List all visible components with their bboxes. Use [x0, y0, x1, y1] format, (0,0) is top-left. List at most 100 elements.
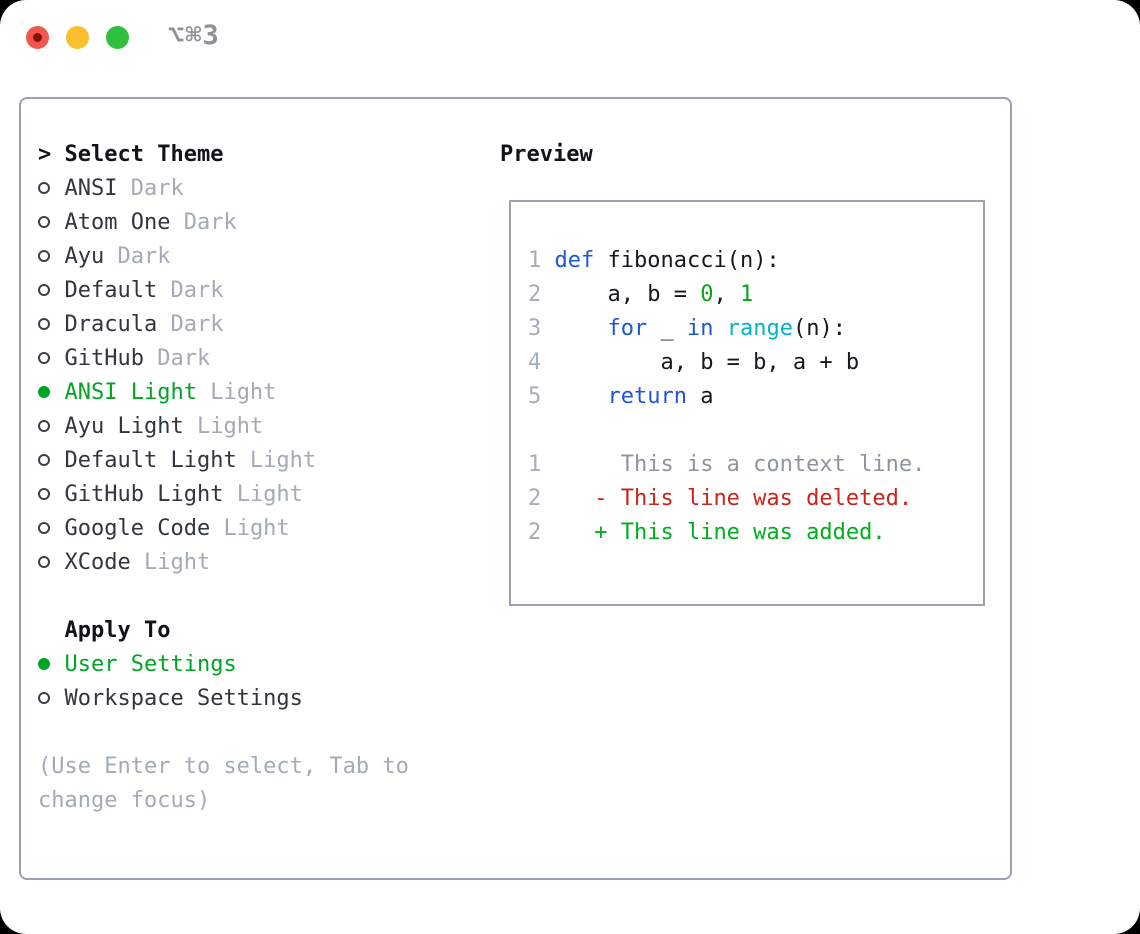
- theme-option-default[interactable]: Default Dark: [38, 274, 500, 308]
- theme-option-label: Ayu Light: [64, 414, 184, 439]
- theme-option-label: Google Code: [64, 516, 211, 541]
- radio-unselected-icon[interactable]: [38, 444, 65, 478]
- line-number: 3: [528, 316, 542, 341]
- theme-option-label: GitHub: [64, 346, 144, 371]
- line-number: 2: [528, 486, 542, 511]
- minimize-window-icon[interactable]: [66, 26, 89, 49]
- radio-unselected-icon[interactable]: [38, 478, 65, 512]
- radio-unselected-icon[interactable]: [38, 682, 65, 716]
- theme-variant-badge: Dark: [157, 312, 224, 337]
- radio-unselected-icon[interactable]: [38, 206, 65, 240]
- empty-circle-icon: [38, 454, 50, 466]
- line-number: 1: [528, 452, 542, 477]
- theme-option-label: ANSI Light: [64, 380, 197, 405]
- select-theme-title: Select Theme: [64, 142, 224, 167]
- select-theme-header: >Select Theme: [38, 138, 500, 172]
- theme-option-label: GitHub Light: [64, 482, 224, 507]
- line-number: 1: [528, 248, 542, 273]
- apply-to-header: Apply To: [38, 614, 500, 648]
- empty-circle-icon: [38, 284, 50, 296]
- code-token-ctx: This is a context line.: [554, 452, 926, 477]
- code-line: 5 return a: [528, 380, 983, 414]
- filled-circle-icon: [38, 658, 50, 670]
- close-window-icon[interactable]: [26, 26, 49, 49]
- code-token-bi: range: [726, 316, 793, 341]
- radio-unselected-icon[interactable]: [38, 342, 65, 376]
- theme-option-label: Default: [64, 278, 158, 303]
- theme-option-xcode[interactable]: XCode Light: [38, 546, 500, 580]
- empty-circle-icon: [38, 522, 50, 534]
- radio-unselected-icon[interactable]: [38, 512, 65, 546]
- code-token-pl: ,: [713, 282, 740, 307]
- keyboard-shortcut-label: ⌥⌘3: [168, 20, 220, 51]
- radio-unselected-icon[interactable]: [38, 546, 65, 580]
- theme-option-github[interactable]: GitHub Dark: [38, 342, 500, 376]
- theme-option-ansi-light[interactable]: ANSI Light Light: [38, 376, 500, 410]
- apply-option-workspace-settings[interactable]: Workspace Settings: [38, 682, 500, 716]
- theme-variant-badge: Dark: [157, 278, 224, 303]
- theme-option-ayu-light[interactable]: Ayu Light Light: [38, 410, 500, 444]
- theme-option-ansi[interactable]: ANSI Dark: [38, 172, 500, 206]
- preview-title: Preview: [500, 142, 593, 167]
- radio-unselected-icon[interactable]: [38, 172, 65, 206]
- code-token-del: - This line was deleted.: [554, 486, 913, 511]
- theme-option-ayu[interactable]: Ayu Dark: [38, 240, 500, 274]
- apply-option-label: User Settings: [64, 652, 237, 677]
- theme-option-label: ANSI: [64, 176, 118, 201]
- apply-option-user-settings[interactable]: User Settings: [38, 648, 500, 682]
- code-line: 2 - This line was deleted.: [528, 482, 983, 516]
- theme-variant-badge: Dark: [170, 210, 237, 235]
- code-line: 3 for _ in range(n):: [528, 312, 983, 346]
- code-line: 2 a, b = 0, 1: [528, 278, 983, 312]
- empty-circle-icon: [38, 488, 50, 500]
- radio-selected-icon[interactable]: [38, 648, 65, 682]
- radio-unselected-icon[interactable]: [38, 410, 65, 444]
- empty-circle-icon: [38, 216, 50, 228]
- theme-variant-badge: Dark: [143, 346, 211, 371]
- code-line: 4 a, b = b, a + b: [528, 346, 983, 380]
- line-number: 4: [528, 350, 542, 375]
- theme-option-label: XCode: [64, 550, 131, 575]
- radio-selected-icon[interactable]: [38, 376, 65, 410]
- line-number: 5: [528, 384, 542, 409]
- code-token-lit: 0: [700, 282, 714, 307]
- theme-variant-badge: Light: [236, 448, 317, 473]
- code-line: 1 This is a context line.: [528, 448, 983, 482]
- code-line: [528, 414, 983, 448]
- theme-option-label: Atom One: [64, 210, 171, 235]
- empty-circle-icon: [38, 250, 50, 262]
- radio-unselected-icon[interactable]: [38, 274, 65, 308]
- code-token-kw: def: [554, 248, 595, 273]
- radio-unselected-icon[interactable]: [38, 308, 65, 342]
- theme-option-github-light[interactable]: GitHub Light Light: [38, 478, 500, 512]
- apply-to-title: Apply To: [64, 618, 171, 643]
- apply-option-label: Workspace Settings: [64, 686, 303, 711]
- theme-option-atom-one[interactable]: Atom One Dark: [38, 206, 500, 240]
- radio-unselected-icon[interactable]: [38, 240, 65, 274]
- code-token-pl: a: [686, 384, 714, 409]
- code-line: 2 + This line was added.: [528, 516, 983, 550]
- code-token-pl: [555, 316, 608, 341]
- theme-variant-badge: Light: [223, 482, 303, 507]
- code-token-kw: return: [607, 384, 687, 409]
- empty-circle-icon: [38, 556, 50, 568]
- empty-circle-icon: [38, 182, 50, 194]
- empty-circle-icon: [38, 352, 50, 364]
- theme-option-default-light[interactable]: Default Light Light: [38, 444, 500, 478]
- theme-option-dracula[interactable]: Dracula Dark: [38, 308, 500, 342]
- code-token-lit: 1: [739, 282, 754, 307]
- title-bar: ⌥⌘3: [0, 0, 1140, 97]
- theme-option-google-code[interactable]: Google Code Light: [38, 512, 500, 546]
- code-token-pl: _: [647, 316, 687, 341]
- empty-circle-icon: [38, 692, 50, 704]
- zoom-window-icon[interactable]: [106, 26, 129, 49]
- code-token-kw: for: [607, 316, 648, 341]
- theme-variant-badge: Dark: [117, 176, 184, 201]
- empty-circle-icon: [38, 318, 50, 330]
- empty-circle-icon: [38, 420, 50, 432]
- theme-variant-badge: Light: [196, 380, 277, 405]
